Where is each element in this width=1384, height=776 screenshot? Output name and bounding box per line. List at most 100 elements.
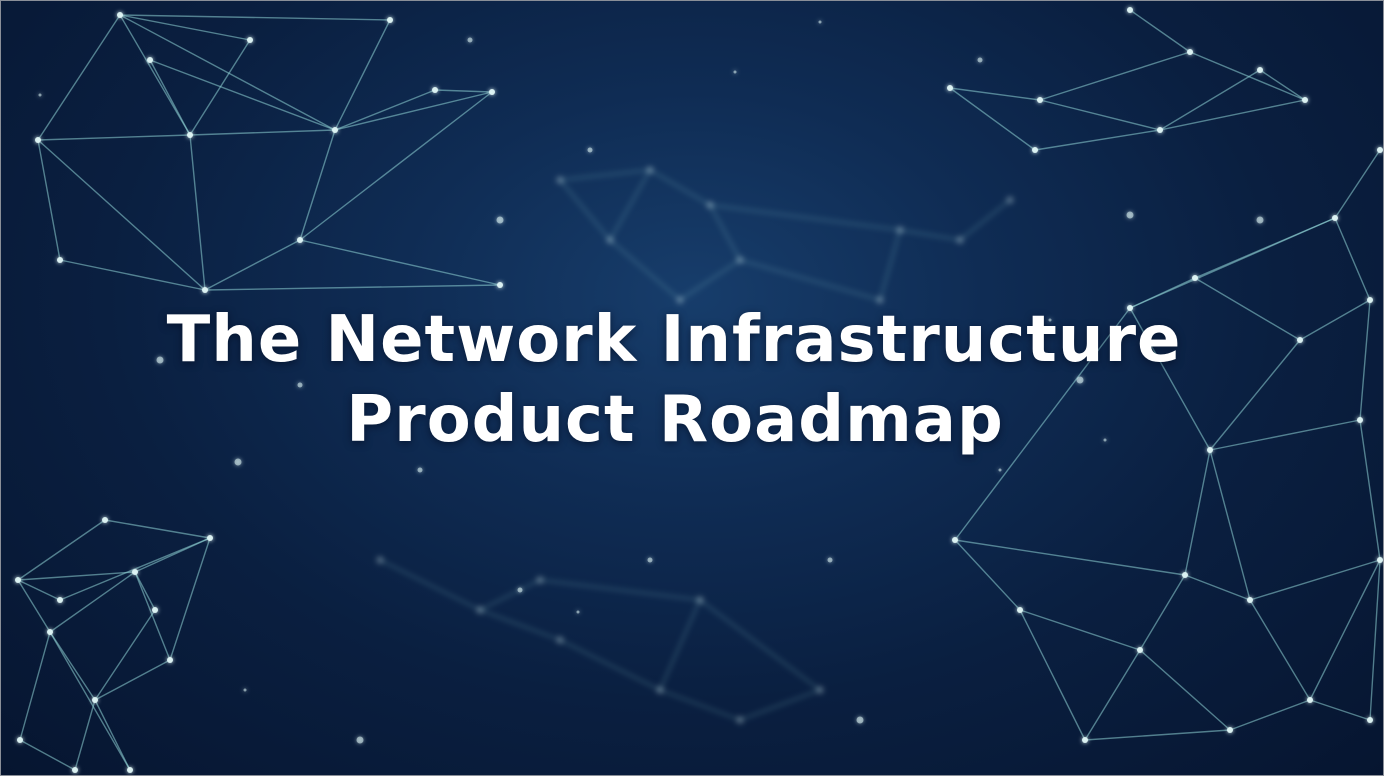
network-link <box>1129 9 1191 53</box>
network-link <box>959 199 1011 241</box>
network-node <box>1247 597 1253 603</box>
network-node <box>736 716 744 724</box>
network-node <box>1297 337 1303 343</box>
network-link <box>1159 99 1306 131</box>
network-node <box>187 132 193 138</box>
network-link <box>334 89 436 131</box>
network-node <box>356 736 364 744</box>
network-node <box>1187 49 1193 55</box>
network-link <box>19 631 51 741</box>
network-link <box>49 631 96 701</box>
network-link <box>609 169 651 241</box>
network-node <box>489 89 495 95</box>
network-link <box>1159 69 1261 131</box>
network-node <box>517 587 523 593</box>
network-link <box>17 519 106 581</box>
network-link <box>169 537 211 661</box>
slide-title-line-2: Product Roadmap <box>346 383 1004 457</box>
network-node <box>736 256 744 264</box>
network-link <box>37 139 206 291</box>
network-link <box>37 14 121 141</box>
network-link <box>1249 559 1381 601</box>
network-node <box>1126 211 1134 219</box>
network-link <box>1334 217 1371 301</box>
network-link <box>134 571 156 611</box>
network-node <box>556 176 564 184</box>
network-node <box>496 216 504 224</box>
network-node-layer <box>15 7 1383 773</box>
network-node <box>816 686 824 694</box>
network-link <box>609 239 681 301</box>
network-link <box>1259 69 1306 101</box>
network-node <box>977 57 983 63</box>
network-node <box>606 236 614 244</box>
network-link <box>1184 574 1251 601</box>
network-link <box>334 91 493 131</box>
network-link <box>59 259 206 291</box>
title-block: The Network Infrastructure Product Roadm… <box>0 300 1384 460</box>
network-link <box>739 689 821 721</box>
network-link <box>954 539 1186 576</box>
network-node <box>1127 7 1133 13</box>
network-node <box>1256 216 1264 224</box>
network-node <box>1082 737 1088 743</box>
network-link <box>1039 51 1191 101</box>
network-node <box>417 467 423 473</box>
network-link <box>104 519 211 539</box>
network-link <box>559 179 611 241</box>
network-link <box>709 204 901 231</box>
network-link <box>1359 419 1381 561</box>
network-link <box>189 129 336 136</box>
network-node <box>1127 305 1133 311</box>
network-node <box>952 537 958 543</box>
network-link <box>1209 339 1301 451</box>
network-link <box>1034 129 1161 151</box>
network-node <box>156 356 164 364</box>
network-link <box>1309 559 1381 701</box>
network-link <box>189 39 251 136</box>
network-node <box>1137 647 1143 653</box>
network-node <box>646 166 654 174</box>
network-node <box>1192 275 1198 281</box>
network-link <box>94 659 171 701</box>
network-node <box>1048 318 1052 322</box>
network-link <box>479 609 561 641</box>
network-link <box>739 259 881 301</box>
network-node <box>856 716 864 724</box>
network-link <box>649 169 711 206</box>
network-node <box>234 458 242 466</box>
network-node <box>1017 607 1023 613</box>
network-node <box>956 236 964 244</box>
network-node <box>818 20 822 24</box>
network-node <box>467 37 473 43</box>
network-link <box>659 599 701 691</box>
network-link <box>334 19 391 131</box>
network-link <box>539 579 701 601</box>
network-node <box>1377 147 1383 153</box>
network-node <box>1037 97 1043 103</box>
network-node <box>1182 572 1188 578</box>
network-link <box>434 89 493 93</box>
network-node <box>1157 127 1163 133</box>
network-node <box>1257 67 1263 73</box>
network-node <box>297 237 303 243</box>
network-node <box>998 468 1002 472</box>
network-link <box>1194 217 1336 279</box>
network-link <box>954 307 1131 541</box>
network-link <box>709 204 741 261</box>
network-link <box>17 579 61 601</box>
network-link <box>1249 599 1311 701</box>
network-link <box>149 59 191 136</box>
network-link <box>119 14 191 136</box>
network-node <box>1032 147 1038 153</box>
network-node <box>35 137 41 143</box>
network-node <box>102 517 108 523</box>
network-node <box>376 556 384 564</box>
network-link <box>379 559 481 611</box>
network-link <box>949 87 1036 151</box>
network-link <box>149 59 336 131</box>
network-link <box>559 169 651 181</box>
network-link <box>37 134 191 141</box>
network-node <box>132 569 138 575</box>
network-link <box>119 14 251 41</box>
